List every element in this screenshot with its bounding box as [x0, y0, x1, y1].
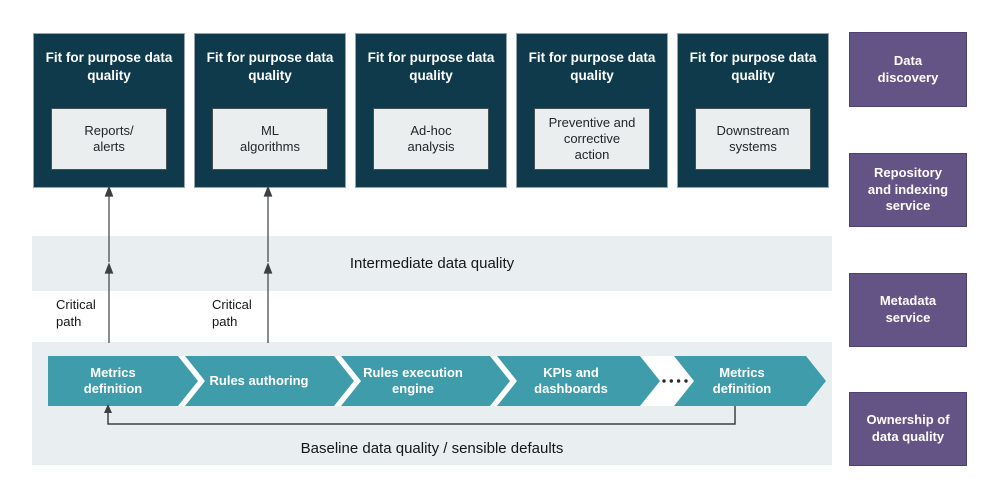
critical-path-label-right: Critical path	[212, 297, 252, 329]
side-box-metadata-service: Metadata service	[849, 273, 967, 347]
fit-box-title: Fit for purpose data quality	[206, 50, 334, 84]
side-box-ownership-data-quality: Ownership of data quality	[849, 392, 967, 466]
fit-for-purpose-box-preventive-corrective: Fit for purpose data quality Preventive …	[516, 33, 668, 188]
side-box-repository-indexing-service: Repository and indexing service	[849, 153, 967, 227]
fit-box-item-ml-algorithms: ML algorithms	[212, 108, 328, 170]
side-box-data-discovery: Data discovery	[849, 32, 967, 107]
fit-box-item-ad-hoc-analysis: Ad-hoc analysis	[373, 108, 489, 170]
fit-box-item-reports-alerts: Reports/ alerts	[51, 108, 167, 170]
flow-label-kpis-dashboards: KPIs and dashboards	[534, 364, 608, 396]
fit-box-item-downstream-systems: Downstream systems	[695, 108, 811, 170]
fit-for-purpose-box-downstream-systems: Fit for purpose data quality Downstream …	[677, 33, 829, 188]
critical-path-label-left: Critical path	[56, 297, 96, 329]
flow-label-metrics-definition-loop: Metrics definition	[712, 364, 772, 396]
baseline-band-label: Baseline data quality / sensible default…	[300, 440, 564, 457]
fit-for-purpose-box-ml-algorithms: Fit for purpose data quality ML algorith…	[194, 33, 346, 188]
fit-for-purpose-box-ad-hoc-analysis: Fit for purpose data quality Ad-hoc anal…	[355, 33, 507, 188]
fit-box-title: Fit for purpose data quality	[528, 50, 656, 84]
fit-box-item-preventive-corrective: Preventive and corrective action	[534, 108, 650, 170]
intermediate-data-quality-band: Intermediate data quality	[32, 236, 832, 291]
intermediate-band-label: Intermediate data quality	[349, 255, 515, 272]
fit-box-title: Fit for purpose data quality	[689, 50, 817, 84]
flow-label-metrics-definition: Metrics definition	[83, 364, 143, 396]
flow-label-rules-execution-engine: Rules execution engine	[363, 364, 463, 396]
fit-box-title: Fit for purpose data quality	[367, 50, 495, 84]
flow-label-rules-authoring: Rules authoring	[209, 372, 309, 388]
fit-for-purpose-box-reports-alerts: Fit for purpose data quality Reports/ al…	[33, 33, 185, 188]
fit-box-title: Fit for purpose data quality	[45, 50, 173, 84]
